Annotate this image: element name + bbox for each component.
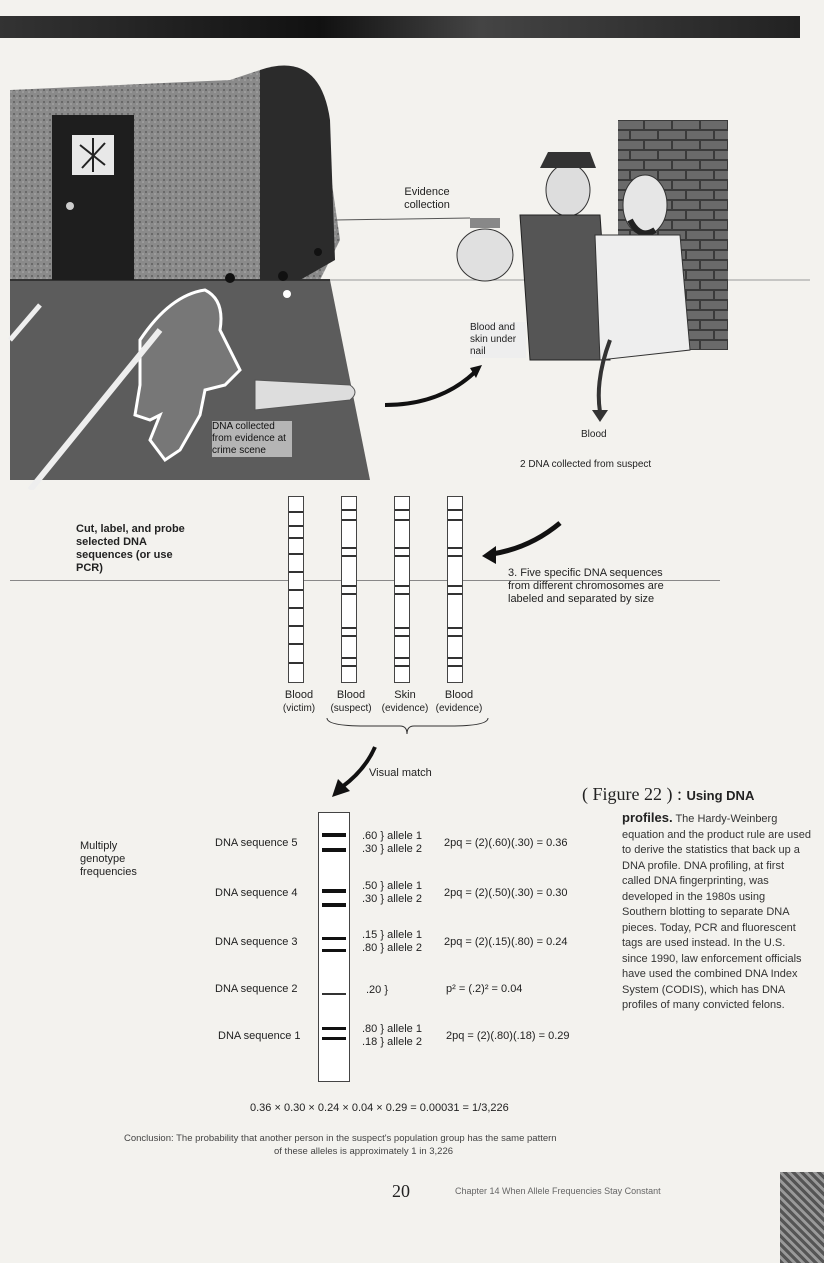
lane-label-skin: Skin(evidence) — [381, 689, 429, 714]
lane-bracket — [326, 717, 489, 735]
sequence-5-alleles: .60 } allele 1.30 } allele 2 — [362, 830, 422, 855]
header-band — [0, 16, 800, 38]
step3-label: 3. Five specific DNA sequences from diff… — [508, 567, 664, 605]
arrow-to-gels — [482, 521, 562, 564]
sequence-4-name: DNA sequence 4 — [215, 887, 298, 899]
sequence-2-name: DNA sequence 2 — [215, 983, 298, 995]
multiply-label: Multiply genotype frequencies — [80, 840, 137, 878]
sequence-4-formula: 2pq = (2)(.50)(.30) = 0.30 — [444, 887, 568, 899]
suspect — [594, 234, 691, 361]
figure-title: Using DNA — [686, 788, 755, 803]
police-cap — [540, 152, 596, 168]
sequence-3-formula: 2pq = (2)(.15)(.80) = 0.24 — [444, 936, 568, 948]
sequence-2-alleles: .20 } — [366, 984, 389, 996]
chapter-title: Chapter 14 When Allele Frequencies Stay … — [455, 1186, 661, 1196]
sequence-3-alleles: .15 } allele 1.80 } allele 2 — [362, 929, 422, 954]
figure-heading: ( Figure 22 ) : Using DNA — [582, 784, 792, 805]
gel-lane-suspect — [341, 496, 357, 683]
officer — [519, 214, 611, 361]
page-edge-texture — [780, 1172, 824, 1263]
evidence-collection-label: Evidence collection — [404, 186, 450, 211]
figure-caption-text: The Hardy-Weinberg equation and the prod… — [622, 813, 811, 1011]
evidence-jar — [456, 228, 514, 282]
crime-scene-illustration — [8, 65, 810, 490]
gel-lane-skin-evidence — [394, 496, 410, 683]
page-number: 20 — [392, 1181, 410, 1201]
sequence-4-alleles: .50 } allele 1.30 } allele 2 — [362, 880, 422, 905]
divider-line — [10, 580, 720, 581]
blood-label: Blood — [581, 429, 607, 440]
dna-collected-scene-label: DNA collected from evidence at crime sce… — [212, 421, 292, 457]
sequence-5-name: DNA sequence 5 — [215, 837, 298, 849]
sequence-1-name: DNA sequence 1 — [218, 1030, 301, 1042]
cut-label-text: Cut, label, and probe selected DNA seque… — [76, 523, 185, 574]
sequence-1-formula: 2pq = (2)(.80)(.18) = 0.29 — [446, 1030, 570, 1042]
gel-lane-victim — [288, 496, 304, 683]
lane-label-victim: Blood(victim) — [282, 689, 316, 714]
conclusion-line-1: Conclusion: The probability that another… — [124, 1133, 557, 1144]
gel-lane-blood-evidence — [447, 496, 463, 683]
sequence-1-alleles: .80 } allele 1.18 } allele 2 — [362, 1023, 422, 1048]
sequence-gel-column — [318, 812, 350, 1082]
figure-title-cont: profiles. — [622, 810, 673, 825]
sequence-5-formula: 2pq = (2)(.60)(.30) = 0.36 — [444, 837, 568, 849]
dna-collected-suspect-label: 2 DNA collected from suspect — [520, 459, 652, 470]
finger — [254, 379, 356, 411]
figure-label: ( Figure 22 ) : — [582, 784, 682, 804]
sequence-3-name: DNA sequence 3 — [215, 936, 298, 948]
sequence-2-formula: p² = (.2)² = 0.04 — [446, 983, 523, 995]
visual-match-label: Visual match — [369, 767, 432, 779]
lane-label-blood-evidence: Blood(evidence) — [435, 689, 483, 714]
product-equation: 0.36 × 0.30 × 0.24 × 0.04 × 0.29 = 0.000… — [250, 1102, 509, 1114]
lane-label-suspect: Blood(suspect) — [330, 689, 372, 714]
figure-caption: profiles. The Hardy-Weinberg equation an… — [622, 810, 812, 1014]
conclusion-line-2: of these alleles is approximately 1 in 3… — [274, 1146, 454, 1157]
visual-match-arrow — [332, 746, 377, 797]
blood-skin-label: Blood and skin under nail — [470, 322, 526, 358]
